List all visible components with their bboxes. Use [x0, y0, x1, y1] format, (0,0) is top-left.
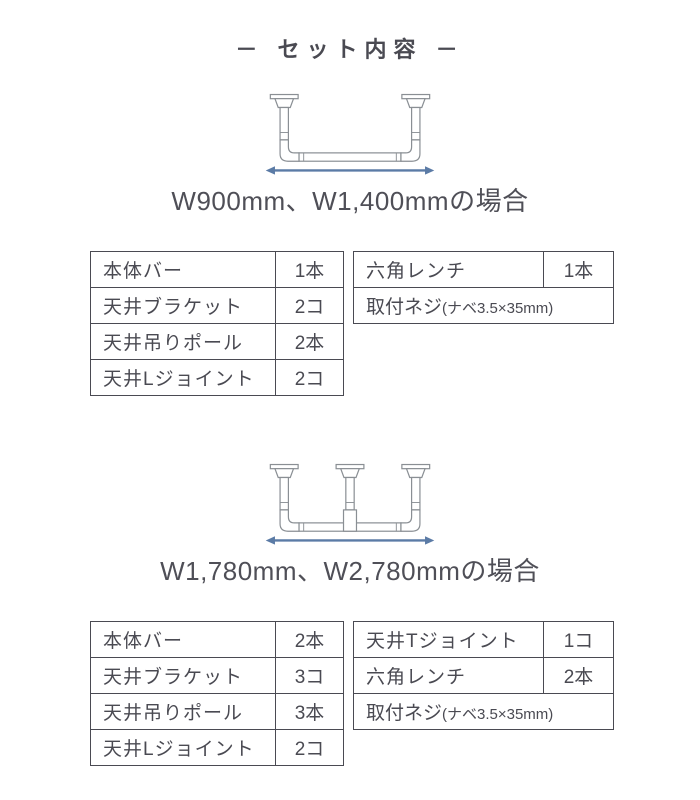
main-bar: [298, 152, 402, 162]
ceiling-bracket-flange: [269, 463, 299, 470]
screw-spec-cell: 取付ネジ(ナベ3.5×35mm): [353, 287, 614, 324]
part-name: 天井Tジョイント: [353, 621, 544, 658]
part-name: 天井Lジョイント: [90, 359, 276, 396]
ceiling-bracket-neck: [339, 468, 361, 479]
three-pole-rack-illustration: [265, 463, 435, 545]
section-w1780-w2780: W1,780mm、W2,780mmの場合 本体バー 2本 天井ブラケット 3コ …: [0, 458, 700, 766]
part-qty: 2コ: [275, 729, 344, 766]
l-joint: [400, 139, 421, 162]
table-row: 天井吊りポール 3本: [90, 693, 344, 730]
part-name: 天井吊りポール: [90, 323, 276, 360]
page-title: － セット内容 －: [235, 37, 465, 62]
table-row: 取付ネジ(ナベ3.5×35mm): [353, 287, 614, 324]
part-name: 取付ネジ: [366, 297, 443, 318]
hanging-pole: [410, 476, 421, 511]
l-joint: [400, 509, 421, 532]
accessory-parts-table: 六角レンチ 1本 取付ネジ(ナベ3.5×35mm): [353, 251, 614, 324]
tables-row-2: 本体バー 2本 天井ブラケット 3コ 天井吊りポール 3本 天井Lジョイント 2…: [90, 621, 700, 766]
table-row: 六角レンチ 2本: [353, 657, 614, 694]
ceiling-bracket-flange: [401, 463, 431, 470]
two-pole-rack-illustration: [265, 93, 435, 175]
part-detail: (ナベ3.5×35mm): [442, 706, 554, 723]
hanging-pole: [279, 106, 290, 141]
l-joint: [279, 509, 300, 532]
hanging-pole: [345, 476, 355, 511]
main-parts-table: 本体バー 2本 天井ブラケット 3コ 天井吊りポール 3本 天井Lジョイント 2…: [90, 621, 344, 766]
arrow-head-left: [265, 166, 275, 175]
t-joint: [342, 509, 358, 532]
accessory-parts-table: 天井Tジョイント 1コ 六角レンチ 2本 取付ネジ(ナベ3.5×35mm): [353, 621, 614, 730]
ceiling-bracket-flange: [335, 463, 365, 470]
ceiling-bracket-neck: [274, 468, 295, 479]
section-w900-w1400: W900mm、W1,400mmの場合 本体バー 1本 天井ブラケット 2コ 天井…: [0, 88, 700, 396]
part-qty: 3コ: [275, 657, 344, 694]
part-name: 天井ブラケット: [90, 657, 276, 694]
part-name: 本体バー: [90, 621, 276, 658]
ceiling-bracket-flange: [269, 93, 299, 100]
arrow-head-left: [265, 536, 275, 545]
arrow-head-right: [425, 166, 435, 175]
part-qty: 2本: [275, 323, 344, 360]
table-row: 本体バー 2本: [90, 621, 344, 658]
tables-row-1: 本体バー 1本 天井ブラケット 2コ 天井吊りポール 2本 天井Lジョイント 2…: [90, 251, 700, 396]
main-parts-table: 本体バー 1本 天井ブラケット 2コ 天井吊りポール 2本 天井Lジョイント 2…: [90, 251, 344, 396]
size-caption: W900mm、W1,400mmの場合: [171, 186, 529, 216]
table-row: 取付ネジ(ナベ3.5×35mm): [353, 693, 614, 730]
part-name: 本体バー: [90, 251, 276, 288]
table-row: 天井Lジョイント 2コ: [90, 359, 344, 396]
part-qty: 2コ: [275, 359, 344, 396]
part-qty: 2コ: [275, 287, 344, 324]
table-row: 本体バー 1本: [90, 251, 344, 288]
ceiling-bracket-neck: [405, 98, 426, 109]
table-row: 六角レンチ 1本: [353, 251, 614, 288]
diagram-three-pole-rack: [0, 458, 700, 547]
part-name: 六角レンチ: [353, 251, 544, 288]
part-detail: (ナベ3.5×35mm): [442, 300, 554, 317]
table-row: 天井吊りポール 2本: [90, 323, 344, 360]
part-name: 天井Lジョイント: [90, 729, 276, 766]
part-qty: 1コ: [543, 621, 614, 658]
part-qty: 3本: [275, 693, 344, 730]
hanging-pole: [279, 476, 290, 511]
table-row: 天井ブラケット 2コ: [90, 287, 344, 324]
part-name: 天井ブラケット: [90, 287, 276, 324]
part-qty: 2本: [275, 621, 344, 658]
part-name: 六角レンチ: [353, 657, 544, 694]
table-row: 天井Tジョイント 1コ: [353, 621, 614, 658]
arrow-head-right: [425, 536, 435, 545]
part-qty: 2本: [543, 657, 614, 694]
diagram-two-pole-rack: [0, 88, 700, 177]
hanging-pole: [410, 106, 421, 141]
ceiling-bracket-neck: [405, 468, 426, 479]
part-qty: 1本: [275, 251, 344, 288]
screw-spec-cell: 取付ネジ(ナベ3.5×35mm): [353, 693, 614, 730]
ceiling-bracket-neck: [274, 98, 295, 109]
l-joint: [279, 139, 300, 162]
size-caption: W1,780mm、W2,780mmの場合: [160, 556, 540, 586]
part-qty: 1本: [543, 251, 614, 288]
table-row: 天井ブラケット 3コ: [90, 657, 344, 694]
part-name: 取付ネジ: [366, 703, 443, 724]
part-name: 天井吊りポール: [90, 693, 276, 730]
ceiling-bracket-flange: [401, 93, 431, 100]
table-row: 天井Lジョイント 2コ: [90, 729, 344, 766]
